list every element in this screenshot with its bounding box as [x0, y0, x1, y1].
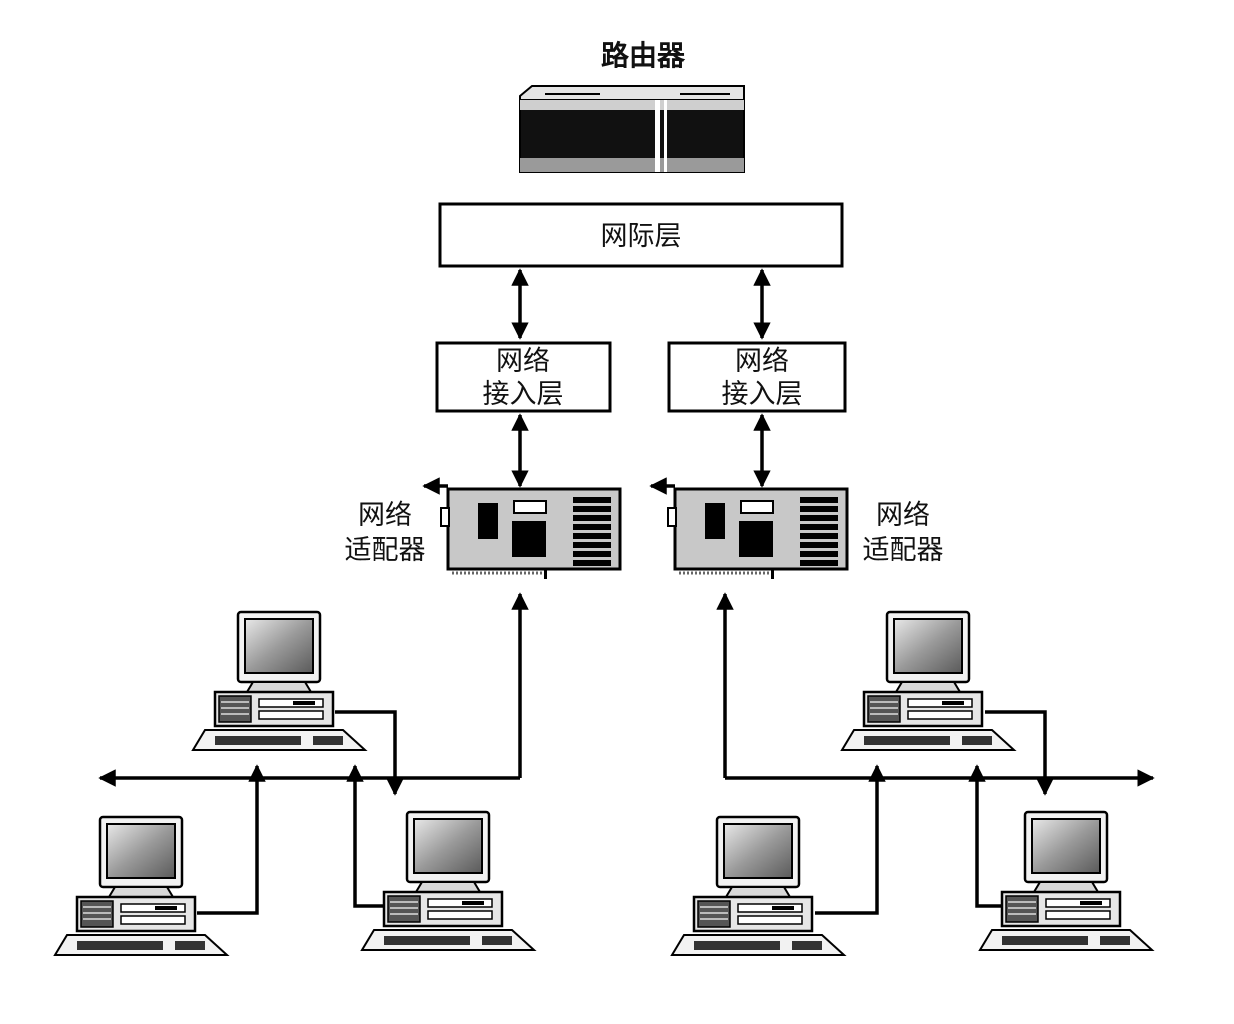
adapter-right-line2: 适配器 — [863, 535, 944, 566]
access-layer-line1: 网络 — [735, 346, 789, 377]
access-layer-box — [667, 341, 847, 413]
adapter-left-line2: 适配器 — [345, 535, 426, 566]
computer-icon — [191, 610, 367, 752]
computer-icon — [670, 815, 846, 957]
computer-icon — [53, 815, 229, 957]
access-layer-left: 网络 接入层 — [435, 341, 612, 413]
access-layer-right: 网络 接入层 — [667, 341, 847, 413]
pc-bottom-right-link — [968, 764, 1005, 908]
network-card-left — [422, 477, 622, 581]
pc-top-left-link — [335, 710, 404, 796]
internet-layer-label: 网际层 — [601, 221, 682, 252]
computer-icon — [360, 810, 536, 952]
access-layer-line1: 网络 — [496, 346, 550, 377]
adapter-left-line1: 网络 — [358, 500, 412, 531]
pc-bottom-left-link — [197, 764, 266, 915]
access-layer-box — [435, 341, 612, 413]
internet-layer-box — [438, 202, 844, 268]
pc-bottom-center-right-link — [815, 764, 886, 915]
computer-icon — [978, 810, 1154, 952]
access-layer-line2: 接入层 — [483, 379, 564, 410]
network-card-icon — [673, 487, 849, 581]
network-card-right — [649, 477, 849, 581]
access-layer-line2: 接入层 — [722, 379, 803, 410]
router-icon — [519, 85, 745, 173]
router-label: 路由器 — [601, 39, 686, 72]
pc-top-right-link — [985, 710, 1054, 796]
pc-bottom-center-left-link — [346, 764, 385, 908]
network-card-icon — [446, 487, 622, 581]
computer-icon — [840, 610, 1016, 752]
adapter-right-line1: 网络 — [876, 500, 930, 531]
